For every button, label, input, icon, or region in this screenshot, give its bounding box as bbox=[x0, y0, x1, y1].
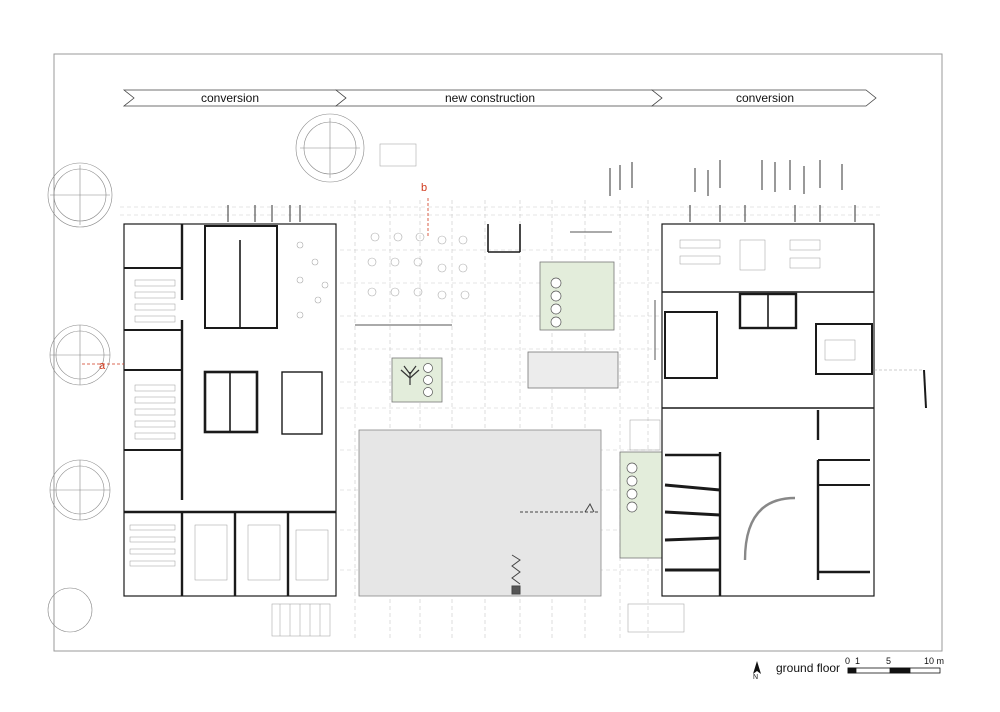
scale-tick-1: 1 bbox=[855, 656, 861, 666]
patio-discs bbox=[423, 277, 638, 513]
conversion-left-label: conversion bbox=[200, 91, 260, 105]
north-label: N bbox=[753, 674, 759, 681]
street-tree-icons bbox=[227, 160, 856, 222]
conversion-right-banner bbox=[650, 89, 877, 107]
green-patio-right bbox=[619, 451, 663, 559]
external-stairs bbox=[271, 143, 685, 637]
sheet-frame bbox=[53, 53, 943, 652]
left-tree-icons bbox=[47, 113, 365, 633]
conversion-right-label: conversion bbox=[735, 91, 795, 105]
right-wing-desks bbox=[629, 239, 856, 451]
cafe-tables bbox=[296, 232, 470, 319]
tree-courtyard bbox=[391, 357, 443, 403]
left-wing-walls bbox=[123, 223, 337, 597]
section-marker-b: b bbox=[421, 182, 428, 194]
scale-bar bbox=[847, 667, 941, 674]
central-hall bbox=[355, 224, 663, 597]
courtyard-tree-icon bbox=[400, 365, 420, 385]
north-arrow-icon bbox=[753, 661, 761, 674]
left-wing-desks bbox=[129, 279, 329, 581]
hall-stairs bbox=[511, 502, 598, 595]
scale-tick-0: 0 bbox=[845, 656, 851, 666]
new-construction-label: new construction bbox=[444, 91, 536, 105]
section-marker-a: a bbox=[99, 360, 106, 372]
scale-tick-10m: 10 m bbox=[924, 656, 945, 666]
central-stair bbox=[527, 351, 619, 389]
scale-tick-5: 5 bbox=[886, 656, 892, 666]
floor-label: ground floor bbox=[776, 661, 841, 675]
right-wing-walls bbox=[661, 223, 875, 597]
right-entrance-wall bbox=[923, 369, 927, 409]
